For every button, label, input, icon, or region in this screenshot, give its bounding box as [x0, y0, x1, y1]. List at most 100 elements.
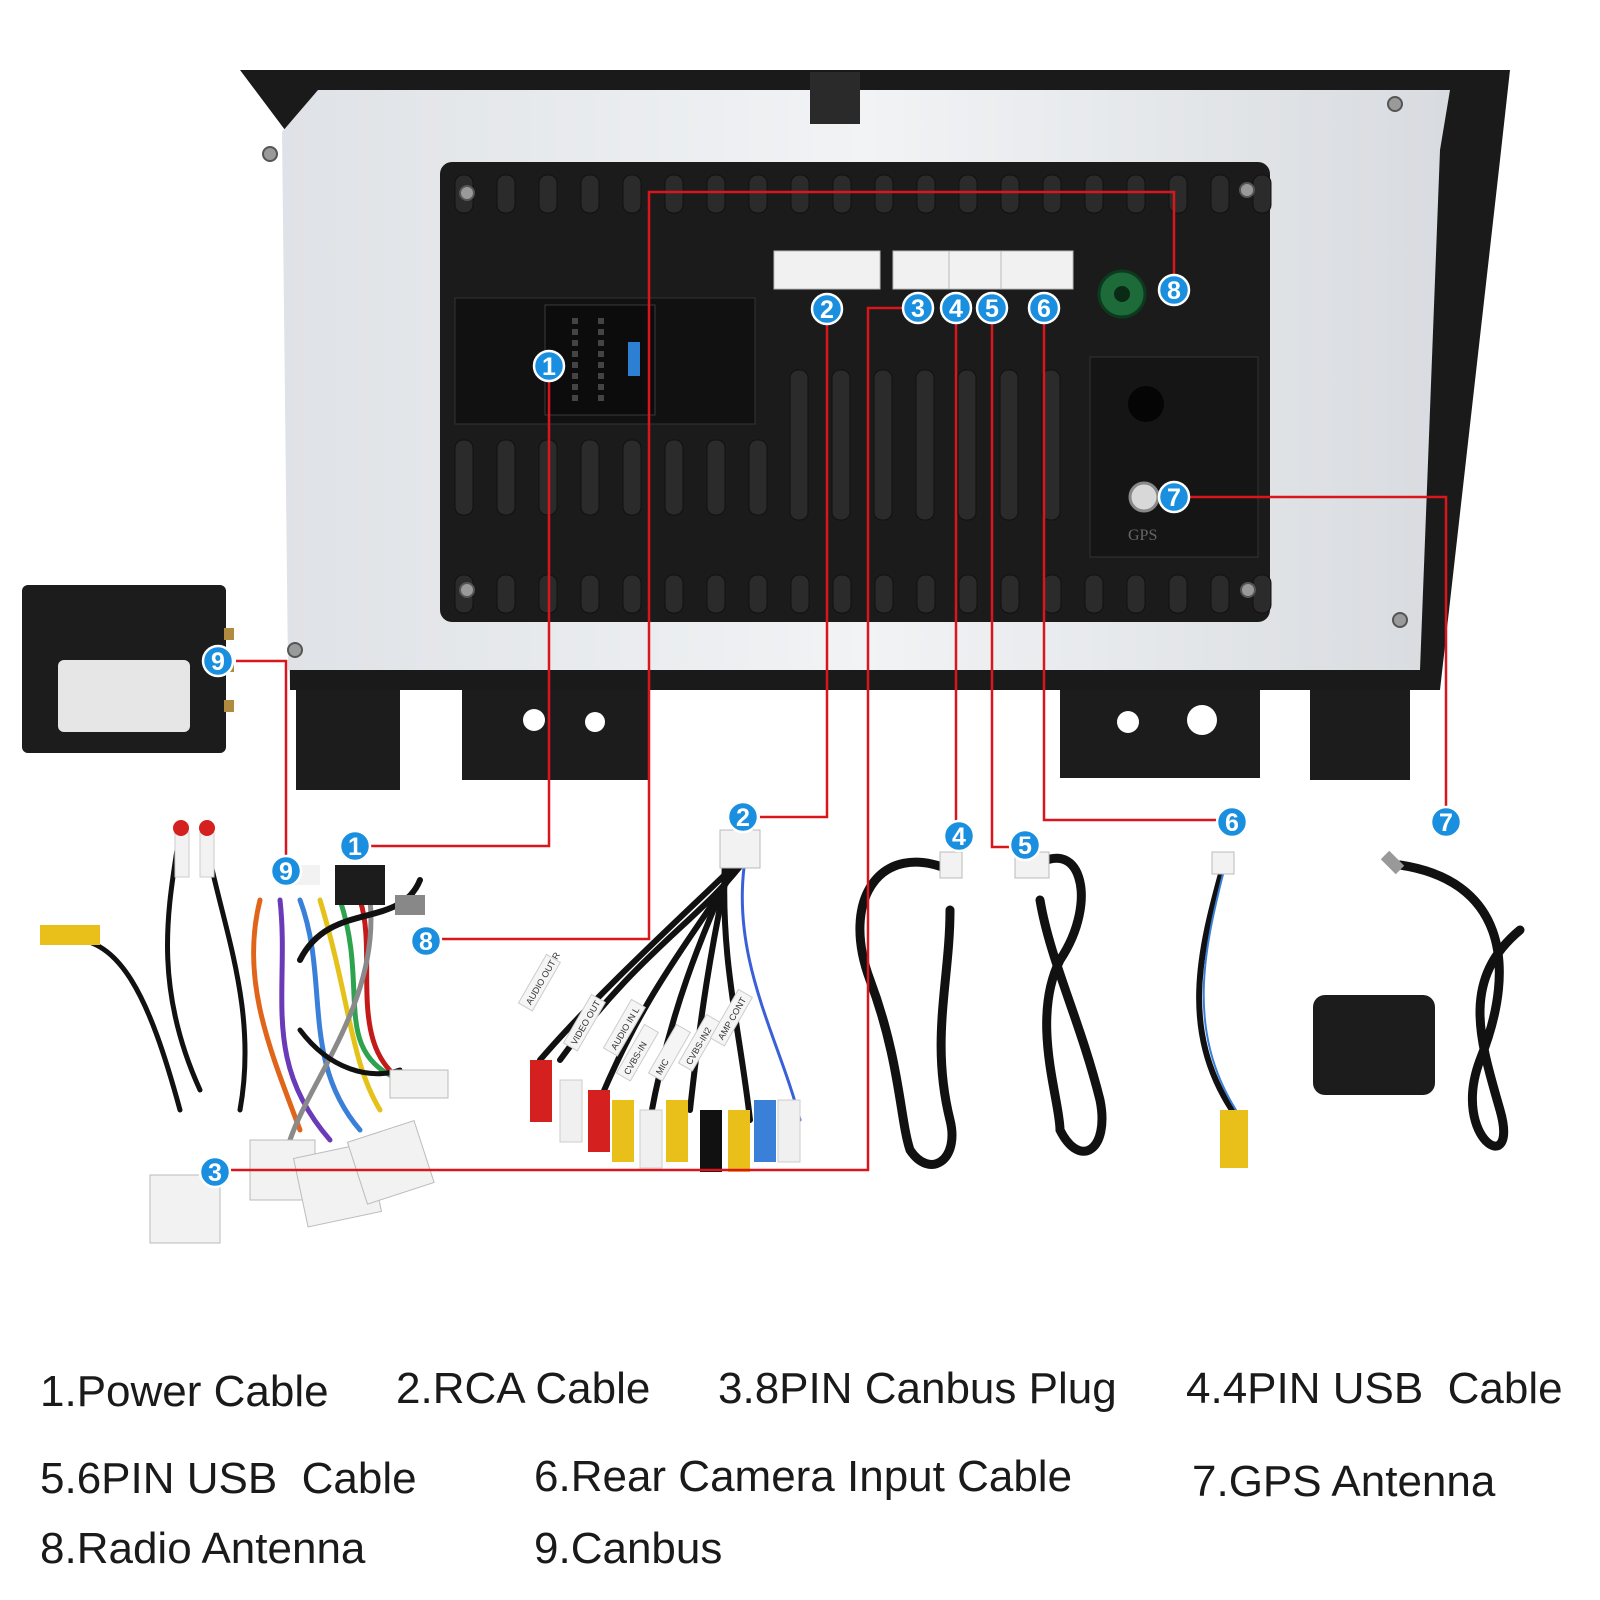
rib [916, 574, 936, 614]
pin [572, 373, 578, 379]
number-badge-3: 3 [198, 1155, 232, 1189]
number-badge-4: 4 [939, 291, 973, 325]
callout-lines [218, 190, 1448, 1172]
badge-circle [726, 800, 760, 834]
badge-number: 6 [1225, 809, 1239, 837]
number-badge-3: 3 [901, 291, 935, 325]
rib [958, 174, 978, 214]
badge-number: 9 [279, 858, 293, 886]
rib [496, 439, 516, 516]
mount-hole [523, 709, 545, 731]
rib [748, 439, 768, 516]
pin [598, 329, 604, 335]
canbus-box [22, 585, 234, 753]
pin [598, 340, 604, 346]
badge-circle [198, 1155, 232, 1189]
top-clip [810, 72, 860, 124]
usb4-cable [855, 851, 963, 1169]
rib [790, 574, 810, 614]
badge-number: 1 [542, 353, 556, 381]
screw-icon [1387, 96, 1403, 112]
badge-circle [1008, 828, 1042, 862]
rib [958, 574, 978, 614]
rib [580, 174, 600, 214]
pin [598, 373, 604, 379]
badge-number: 6 [1037, 295, 1051, 323]
rib [915, 369, 935, 521]
badge-number: 8 [1167, 277, 1181, 305]
rib [1042, 574, 1062, 614]
pin [572, 395, 578, 401]
screw-icon [459, 185, 475, 201]
pin [572, 362, 578, 368]
gps-panel-hole [1128, 386, 1164, 422]
number-badge-7: 7 [1429, 805, 1463, 839]
number-badge-2: 2 [810, 292, 844, 326]
badge-circle [1215, 805, 1249, 839]
rib [1168, 174, 1188, 214]
badge-circle [942, 819, 976, 853]
rca-wire-tag: CVBS-IN [615, 1023, 660, 1082]
number-badge-7: 7 [1157, 480, 1191, 514]
gps-antenna-socket [1128, 481, 1160, 513]
number-badge-6: 6 [1215, 805, 1249, 839]
rib [454, 439, 474, 516]
screws [262, 96, 1408, 658]
screw-icon [459, 582, 475, 598]
gps-port-label: GPS [1128, 527, 1157, 544]
rib [622, 574, 642, 614]
rca-port [773, 250, 881, 290]
power-socket-pins [572, 318, 604, 401]
canbus-box-label [58, 660, 190, 732]
badge-number: 3 [911, 295, 925, 323]
right-mount-bracket [1310, 690, 1410, 780]
badge-circle [901, 291, 935, 325]
rib [1252, 574, 1272, 614]
rib [706, 574, 726, 614]
callout-line [367, 366, 551, 848]
right-mount-plate [1060, 690, 1260, 778]
left-mount-plate [462, 690, 650, 780]
badge-number: 4 [952, 823, 966, 851]
badge-circle [1157, 273, 1191, 307]
number-badge-1: 1 [338, 829, 372, 863]
screw-icon [287, 642, 303, 658]
rib [999, 369, 1019, 521]
rib [1168, 574, 1188, 614]
badge-number: 5 [985, 295, 999, 323]
rib [1084, 174, 1104, 214]
number-badge-5: 5 [1008, 828, 1042, 862]
rib [832, 574, 852, 614]
gps-antenna-accessory [1313, 850, 1525, 1151]
badge-number: 1 [348, 833, 362, 861]
badge-circle [1027, 291, 1061, 325]
rca-wire-tag: AUDIO OUT R [517, 950, 562, 1012]
pin [572, 351, 578, 357]
rib [1000, 174, 1020, 214]
rib [1126, 174, 1146, 214]
rib [1042, 174, 1062, 214]
rib [1041, 369, 1061, 521]
mount-hole [1187, 705, 1217, 735]
badge-number: 5 [1018, 832, 1032, 860]
rib [957, 369, 977, 521]
badge-circle [532, 349, 566, 383]
badge-circle [409, 924, 443, 958]
head-unit: GPS [240, 70, 1510, 790]
screw-icon [1240, 582, 1256, 598]
rib [874, 174, 894, 214]
mount-hole [1117, 711, 1139, 733]
badge-number: 4 [949, 295, 963, 323]
rib [790, 174, 810, 214]
rib [831, 369, 851, 521]
rib [496, 574, 516, 614]
pin [598, 318, 604, 324]
screw-icon [262, 146, 278, 162]
badge-number: 8 [419, 928, 433, 956]
rib [1252, 174, 1272, 214]
number-badge-6: 6 [1027, 291, 1061, 325]
badge-number: 2 [736, 804, 750, 832]
badge-circle [201, 644, 235, 678]
rib [496, 174, 516, 214]
